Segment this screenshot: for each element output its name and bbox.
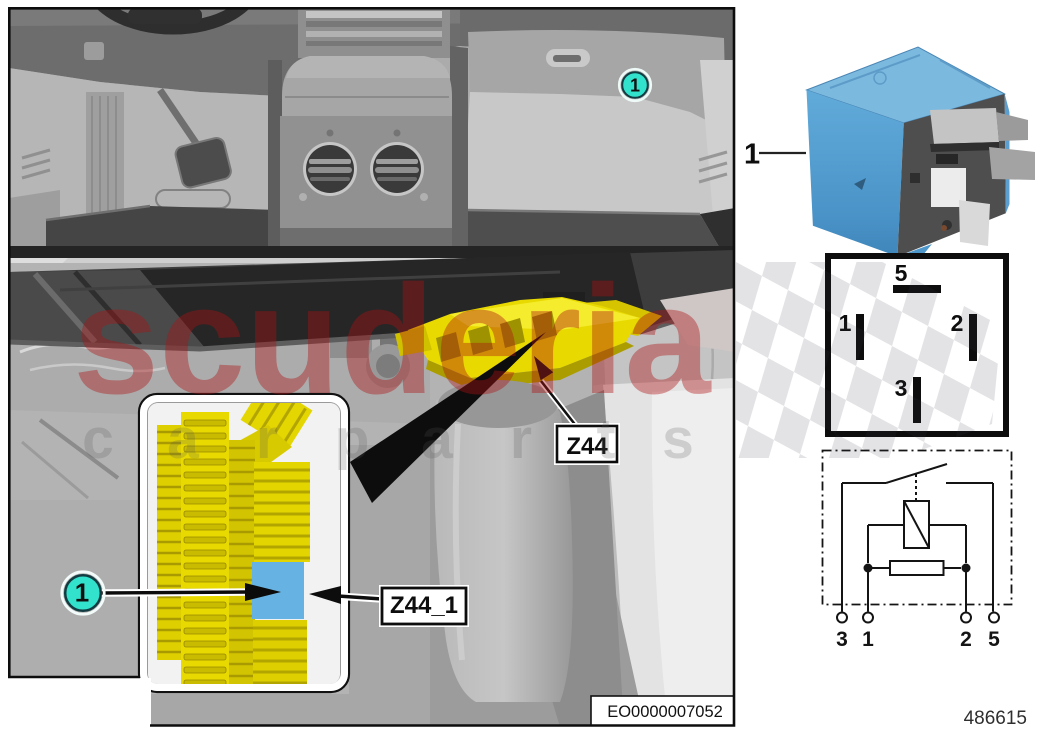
svg-text:r: r [510, 407, 532, 471]
svg-text:a: a [167, 407, 200, 471]
svg-text:2: 2 [951, 310, 964, 336]
svg-text:a: a [421, 407, 454, 471]
svg-text:EO0000007052: EO0000007052 [607, 703, 723, 721]
svg-text:1: 1 [862, 628, 874, 651]
svg-text:Z44: Z44 [566, 433, 608, 460]
svg-text:scuderia: scuderia [73, 253, 712, 426]
svg-text:s: s [662, 407, 694, 471]
svg-text:5: 5 [988, 628, 1000, 651]
svg-text:c: c [82, 407, 114, 471]
svg-text:2: 2 [960, 628, 972, 651]
svg-text:1: 1 [839, 310, 852, 336]
svg-text:486615: 486615 [964, 708, 1027, 729]
svg-text:r: r [256, 407, 278, 471]
svg-text:5: 5 [895, 260, 908, 286]
svg-text:3: 3 [836, 628, 848, 651]
svg-text:t: t [597, 407, 616, 471]
svg-text:1: 1 [744, 139, 760, 171]
svg-text:p: p [335, 407, 370, 471]
svg-text:1: 1 [75, 578, 89, 608]
svg-text:3: 3 [895, 375, 908, 401]
svg-text:Z44_1: Z44_1 [390, 592, 458, 619]
svg-text:1: 1 [630, 76, 640, 96]
